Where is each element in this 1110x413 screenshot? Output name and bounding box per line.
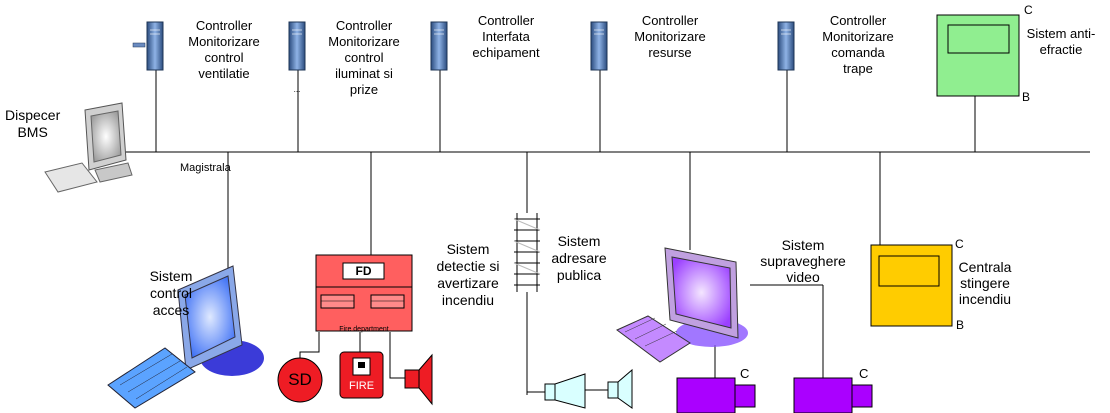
extinguishing-corner-b: B — [956, 318, 965, 332]
pa-speaker-1 — [544, 373, 586, 409]
anti-efractie-corner-b: B — [1022, 90, 1031, 104]
anti-efractie-corner-c: C — [1024, 3, 1033, 17]
server-ventilatie — [132, 21, 164, 71]
public-address-ladder — [513, 213, 541, 292]
extinguishing-corner-c: C — [955, 237, 964, 251]
smoke-detector — [277, 357, 323, 403]
server-iluminat: ... — [288, 21, 306, 94]
fire-panel — [315, 254, 413, 332]
camera-2 — [793, 377, 873, 413]
smoke-detector-label: SD — [288, 370, 312, 389]
extinguishing-panel — [870, 244, 953, 327]
server-trape — [777, 21, 795, 71]
camera-1 — [676, 377, 756, 413]
dispatcher-computer — [44, 102, 133, 193]
video-computer — [616, 247, 748, 363]
fire-button-label: FIRE — [348, 380, 375, 392]
svg-text:...: ... — [294, 85, 301, 94]
anti-efractie-panel — [936, 14, 1020, 97]
fire-panel-label: FD — [355, 264, 372, 278]
bus-label: Magistrala — [180, 162, 231, 174]
camera-1-label: C — [740, 366, 750, 381]
access-control-computer — [107, 265, 264, 409]
fire-alarm-button — [339, 351, 384, 399]
camera-2-label: C — [859, 366, 869, 381]
bottom-drops — [227, 152, 881, 395]
fire-panel-caption: Fire department — [339, 326, 389, 333]
pa-speaker-2 — [607, 368, 633, 409]
server-resurse — [590, 21, 608, 71]
anti-efractie-label: Sistem anti-efractie — [1026, 26, 1096, 57]
top-drops — [155, 70, 976, 152]
fire-siren — [404, 353, 433, 406]
server-interfata — [430, 21, 448, 71]
